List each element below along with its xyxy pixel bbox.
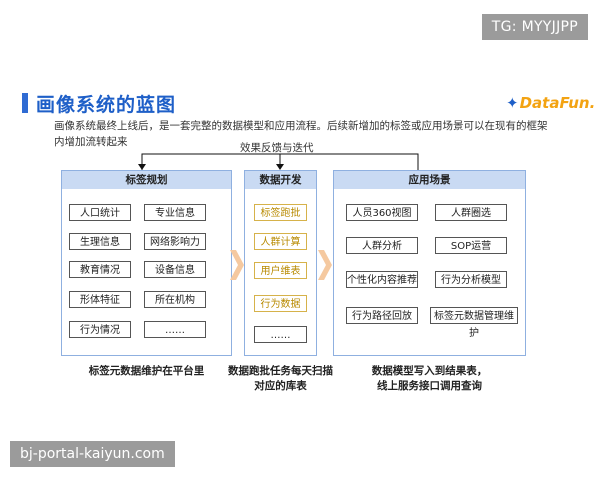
tag-item: 设备信息 (144, 261, 206, 278)
panel-data-dev: 数据开发 标签跑批 人群计算 用户维表 行为数据 …… (244, 170, 317, 356)
panel-scenarios: 应用场景 人员360视图 人群圈选 人群分析 SOP运营 个性化内容推荐 行为分… (333, 170, 526, 356)
tag-item: 生理信息 (69, 233, 131, 250)
intro-paragraph: 画像系统最终上线后，是一套完整的数据模型和应用流程。后续新增加的标签或应用场景可… (54, 120, 548, 148)
tag-item: 网络影响力 (144, 233, 206, 250)
panel-tag-planning: 标签规划 人口统计 专业信息 生理信息 网络影响力 教育情况 设备信息 形体特征… (61, 170, 232, 356)
scenario-item: SOP运营 (435, 237, 507, 254)
page-title: 画像系统的蓝图 (36, 94, 177, 116)
scenario-item: 行为路径回放 (346, 307, 418, 324)
flow-arrow-icon (230, 250, 244, 280)
panel-title: 标签规划 (62, 171, 231, 189)
tag-item: 教育情况 (69, 261, 131, 278)
scenario-item: 人群分析 (346, 237, 418, 254)
flow-arrow-icon (318, 250, 332, 280)
panel-title: 应用场景 (334, 171, 525, 189)
brand-logo: ✦DataFun. (506, 94, 595, 112)
caption-line: 数据跑批任务每天扫描 (228, 365, 333, 377)
scenario-item: 标签元数据管理维护 (430, 307, 518, 339)
dev-item: 行为数据 (254, 295, 307, 312)
logo-text: DataFun. (519, 94, 596, 112)
tag-item: 专业信息 (144, 204, 206, 221)
dev-item: …… (254, 326, 307, 343)
panel-title: 数据开发 (245, 171, 316, 189)
dev-item: 人群计算 (254, 233, 307, 250)
title-accent-bar (22, 93, 28, 113)
scenario-item: 人员360视图 (346, 204, 418, 221)
scenario-item: 个性化内容推荐 (346, 271, 418, 288)
tag-item: 形体特征 (69, 291, 131, 308)
tag-item: 人口统计 (69, 204, 131, 221)
tag-item: 所在机构 (144, 291, 206, 308)
caption-scenarios: 数据模型写入到结果表， 线上服务接口调用查询 (333, 364, 526, 394)
caption-line: 线上服务接口调用查询 (377, 380, 482, 392)
watermark-top: TG: MYYJJPP (481, 14, 588, 40)
scenario-item: 人群圈选 (435, 204, 507, 221)
tag-item: 行为情况 (69, 321, 131, 338)
dev-item: 标签跑批 (254, 204, 307, 221)
feedback-label: 效果反馈与迭代 (240, 142, 314, 154)
caption-line: 对应的库表 (254, 380, 307, 392)
dev-item: 用户维表 (254, 262, 307, 279)
caption-line: 数据模型写入到结果表， (371, 365, 488, 377)
caption-tag-planning: 标签元数据维护在平台里 (88, 365, 205, 377)
arrow-head-icon (138, 164, 146, 170)
logo-mark-icon: ✦ (506, 94, 519, 112)
arrow-head-icon (276, 164, 284, 170)
watermark-bottom: bj-portal-kaiyun.com (10, 441, 175, 467)
scenario-item: 行为分析模型 (435, 271, 507, 288)
tag-item: …… (144, 321, 206, 338)
caption-data-dev: 数据跑批任务每天扫描 对应的库表 (214, 364, 347, 394)
